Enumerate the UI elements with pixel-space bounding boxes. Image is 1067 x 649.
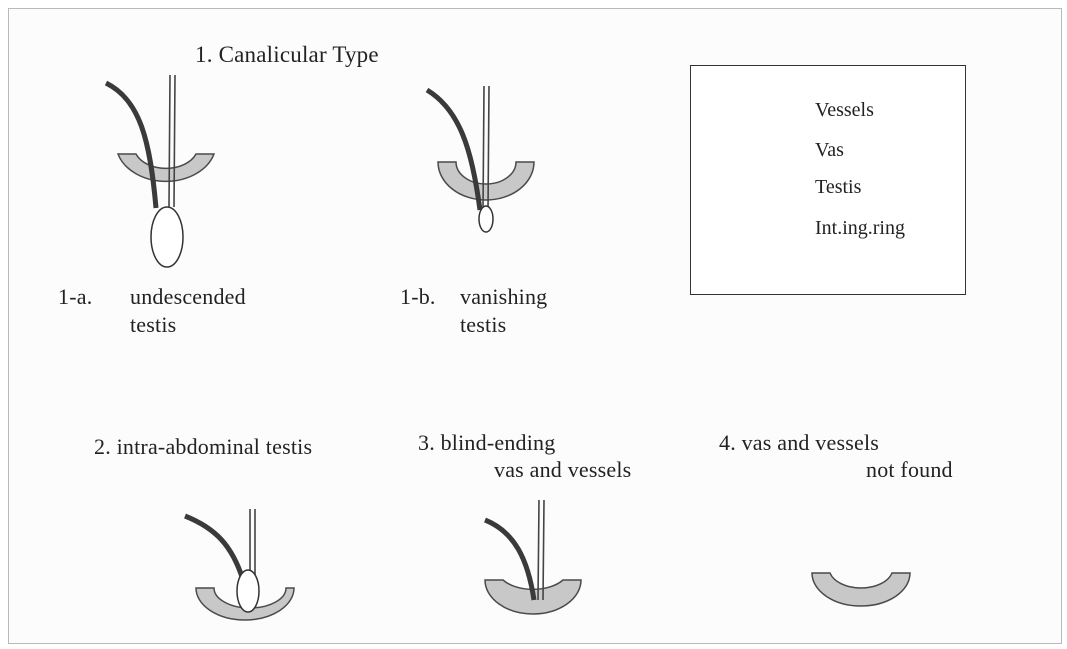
- vessel-3-a: [538, 500, 539, 600]
- legend-testis-label: Testis: [815, 176, 861, 199]
- diagram-3: [485, 500, 581, 614]
- label-1b-number: 1-b.: [400, 284, 436, 310]
- label-1b-line2: testis: [460, 312, 506, 338]
- vas-2: [185, 516, 243, 580]
- testis-2: [237, 570, 259, 612]
- testis-1a: [151, 207, 183, 267]
- testis-1b: [479, 206, 493, 232]
- vessel-1a-a: [169, 75, 170, 207]
- label-2: 2. intra-abdominal testis: [94, 434, 312, 460]
- diagram-2: [185, 509, 294, 620]
- vessel-1a-b: [174, 75, 175, 207]
- diagram-1b: [427, 86, 534, 232]
- label-3-line2: vas and vessels: [494, 457, 631, 483]
- figure-title: 1. Canalicular Type: [195, 42, 379, 68]
- label-1a-number: 1-a.: [58, 284, 92, 310]
- legend-ring-label: Int.ing.ring: [815, 217, 905, 240]
- label-1a-line2: testis: [130, 312, 176, 338]
- label-4-line1: 4. vas and vessels: [719, 430, 879, 456]
- label-1a-line1: undescended: [130, 284, 246, 310]
- ring-4: [812, 573, 910, 606]
- vessel-1b-b: [488, 86, 489, 212]
- diagram-1a: [106, 75, 214, 267]
- vas-1a: [106, 83, 156, 208]
- diagram-4: [812, 573, 910, 606]
- ring-1b: [438, 162, 534, 200]
- legend-vessels-label: Vessels: [815, 99, 874, 122]
- ring-1a: [118, 154, 214, 181]
- label-1b-line1: vanishing: [460, 284, 547, 310]
- label-4-line2: not found: [866, 457, 953, 483]
- vessel-1b-a: [483, 86, 484, 212]
- legend-vas-label: Vas: [815, 139, 844, 162]
- legend-box: Vessels Vas Testis Int.ing.ring: [690, 65, 966, 295]
- label-3-line1: 3. blind-ending: [418, 430, 555, 456]
- vessel-3-b: [543, 500, 544, 600]
